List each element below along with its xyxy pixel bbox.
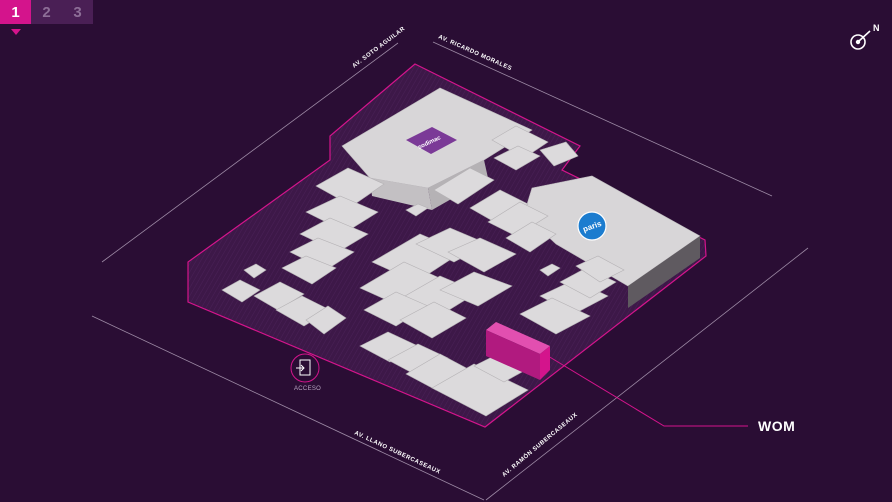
street-label-ramon-subercaseaux: AV. RAMÓN SUBERCASEAUX — [500, 410, 579, 478]
floor-tab-2[interactable]: 2 — [42, 3, 51, 21]
compass-icon[interactable] — [846, 20, 886, 56]
street-label-llano-subercaseaux: AV. LLANO SUBERCASEAUX — [353, 430, 441, 475]
access-door-icon[interactable] — [290, 353, 320, 383]
street-guide-lines — [91, 41, 809, 501]
active-floor-caret-icon — [11, 29, 21, 35]
floor-selector: 1 2 3 — [0, 0, 93, 24]
wom-leader-line — [547, 355, 748, 427]
street-label-soto-aguilar: AV. SOTO AGUILAR — [352, 26, 407, 70]
floor-tab-1[interactable]: 1 — [0, 0, 31, 24]
floor-tab-3[interactable]: 3 — [73, 3, 82, 21]
access-label: ACCESO — [294, 386, 322, 392]
sodimac-logo-icon: sodimac — [406, 127, 457, 154]
highlighted-store-label[interactable]: WOM — [758, 418, 796, 434]
street-label-ricardo-morales: AV. RICARDO MORALES — [437, 34, 512, 72]
paris-logo-icon: paris — [577, 211, 607, 241]
compass-north-label: N — [873, 23, 880, 33]
wom-store-highlight[interactable] — [486, 322, 550, 380]
store-blocks — [221, 125, 625, 417]
